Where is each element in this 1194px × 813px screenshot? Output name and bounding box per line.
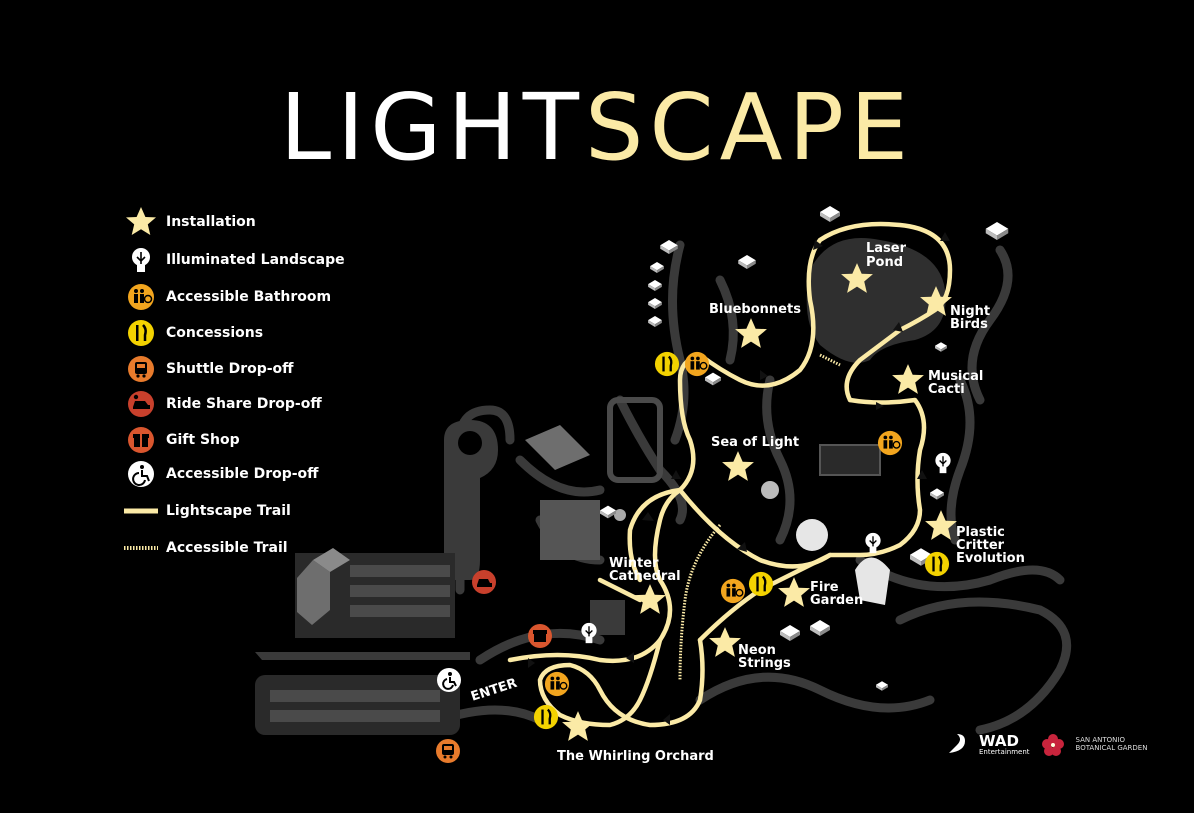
- star-icon: [892, 364, 924, 394]
- sony-music-logo-icon: [949, 734, 965, 753]
- legend-item-lightscape-trail: Lightscape Trail: [124, 494, 291, 528]
- legend-label: Lightscape Trail: [166, 503, 291, 519]
- gift-shop-icon: [528, 624, 552, 648]
- entrance-drive: [444, 420, 498, 580]
- map-amenities: [436, 351, 952, 763]
- legend-label: Ride Share Drop-off: [166, 396, 322, 412]
- accessible-bathroom-icon: [877, 430, 903, 456]
- accessible-trail-icon: [124, 546, 158, 550]
- legend-item-accessible-trail: Accessible Trail: [124, 531, 288, 565]
- trail-direction-arrows: [528, 232, 950, 725]
- legend-label: Accessible Drop-off: [166, 466, 319, 482]
- legend-item-installation: Installation: [124, 205, 256, 239]
- label-bluebonnets: Bluebonnets: [709, 302, 801, 317]
- star-icon: [735, 318, 767, 348]
- star-icon: [634, 584, 666, 614]
- star-icon: [126, 207, 156, 235]
- star-icon: [709, 627, 741, 657]
- shuttle-icon: [128, 356, 154, 382]
- accessible-bathroom-icon: [128, 284, 154, 310]
- accessible-bathroom-icon: [720, 578, 746, 604]
- concessions-icon: [748, 571, 774, 597]
- parking-lots: [255, 548, 470, 735]
- lightbulb-icon: [934, 452, 952, 474]
- trail-line-icon: [124, 508, 158, 514]
- hibiscus-flower-icon: [1041, 734, 1064, 756]
- concessions-icon: [654, 351, 680, 377]
- legend-label: Illuminated Landscape: [166, 252, 345, 268]
- concessions-icon: [533, 704, 559, 730]
- star-icon: [778, 577, 810, 607]
- accessible-bathroom-icon: [684, 351, 710, 377]
- ride-share-icon: [472, 570, 496, 594]
- legend-label: Installation: [166, 214, 256, 230]
- accessible-bathroom-icon: [544, 671, 570, 697]
- gift-shop-icon: [128, 427, 154, 453]
- ride-share-icon: [128, 391, 154, 417]
- star-icon: [562, 711, 594, 741]
- title-part-light: LIGHT: [279, 74, 585, 181]
- legend-item-shuttle: Shuttle Drop-off: [124, 352, 294, 386]
- star-icon: [722, 451, 754, 481]
- legend-item-gift-shop: Gift Shop: [124, 423, 240, 457]
- garden-buildings: [525, 397, 890, 635]
- legend-label: Accessible Trail: [166, 540, 288, 556]
- title-part-scape: SCAPE: [584, 74, 915, 181]
- label-sea-of-light: Sea of Light: [711, 435, 799, 450]
- accessible-dropoff-icon: [437, 668, 461, 692]
- legend-item-accessible-bathroom: Accessible Bathroom: [124, 280, 331, 314]
- legend-item-illuminated-landscape: Illuminated Landscape: [124, 243, 345, 277]
- accessible-trail: [678, 353, 841, 681]
- concessions-icon: [128, 320, 154, 346]
- shuttle-icon: [436, 739, 460, 763]
- concessions-icon: [924, 551, 950, 577]
- label-enter: ENTER: [469, 676, 519, 705]
- legend-item-concessions: Concessions: [124, 316, 263, 350]
- legend-item-ride-share: Ride Share Drop-off: [124, 387, 322, 421]
- lightscape-title: LIGHTSCAPE: [0, 82, 1194, 174]
- legend-label: Concessions: [166, 325, 264, 341]
- lightbulb-icon: [864, 532, 882, 554]
- legend-label: Shuttle Drop-off: [166, 361, 294, 377]
- legend-label: Accessible Bathroom: [166, 289, 332, 305]
- label-whirling-orchard: The Whirling Orchard: [557, 749, 714, 764]
- laser-pond: [806, 238, 946, 363]
- accessible-dropoff-icon: [128, 461, 154, 487]
- legend-label: Gift Shop: [166, 432, 240, 448]
- lightbulb-icon: [132, 248, 150, 272]
- legend-item-accessible-dropoff: Accessible Drop-off: [124, 457, 319, 491]
